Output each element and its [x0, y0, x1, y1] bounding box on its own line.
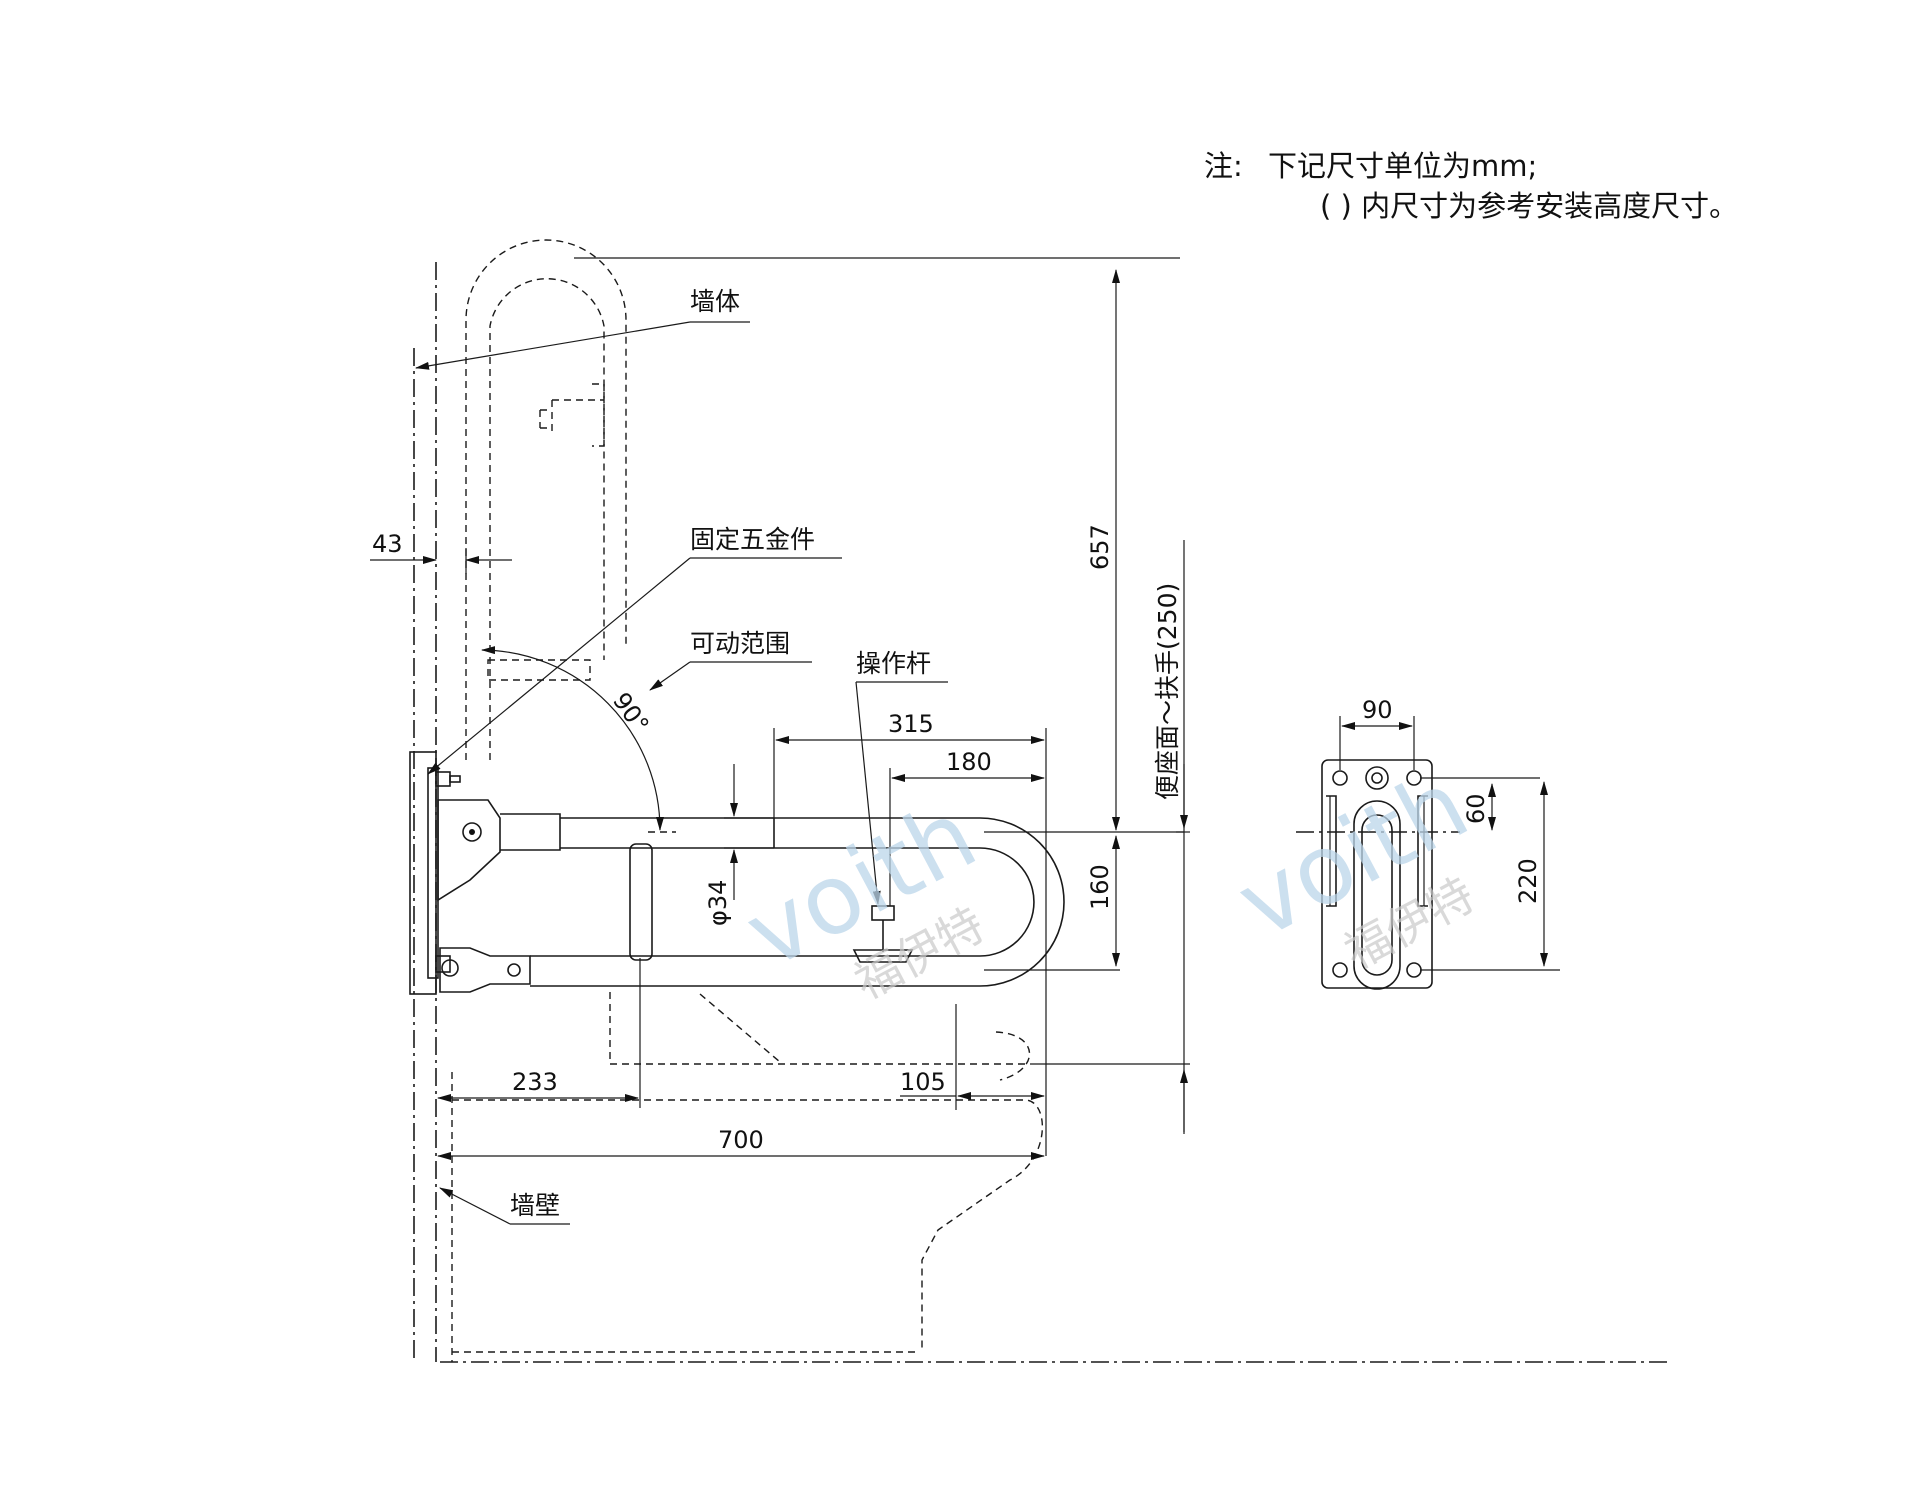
note-prefix: 注: [1204, 149, 1243, 183]
mounting-plate-front-view: 90 60 220 [1296, 696, 1560, 990]
svg-text:700: 700 [718, 1126, 764, 1154]
svg-text:233: 233 [512, 1068, 558, 1096]
dim-43: 43 [370, 530, 512, 574]
svg-text:墙体: 墙体 [690, 287, 740, 316]
watermark-right: voith 福伊特 [1220, 748, 1485, 979]
note-block: 注: 下记尺寸单位为mm; ( ) 内尺寸为参考安装高度尺寸。 [1204, 149, 1738, 223]
dim-160: 160 [984, 831, 1184, 971]
svg-text:φ34: φ34 [704, 880, 732, 926]
toilet-outline [452, 992, 1044, 1352]
label-wall-body: 墙体 [415, 287, 750, 370]
svg-text:43: 43 [372, 530, 403, 558]
svg-text:160: 160 [1086, 864, 1114, 910]
svg-text:操作杆: 操作杆 [856, 649, 931, 678]
svg-text:便座面～扶手(250): 便座面～扶手(250) [1153, 583, 1182, 800]
note-line-1: 下记尺寸单位为mm; [1268, 149, 1537, 183]
label-wall-surface: 墙壁 [439, 1187, 570, 1225]
raised-handrail-outline [465, 239, 627, 760]
svg-text:可动范围: 可动范围 [690, 629, 790, 658]
note-line-2: ( ) 内尺寸为参考安装高度尺寸。 [1320, 189, 1738, 223]
svg-text:180: 180 [946, 748, 992, 776]
svg-text:220: 220 [1514, 858, 1542, 904]
watermark-left: voith 福伊特 [728, 778, 993, 1009]
svg-text:90°: 90° [607, 687, 654, 738]
dim-seat-to-handrail: 便座面～扶手(250) [1030, 540, 1190, 1134]
dim-315: 315 [773, 710, 1047, 1156]
svg-text:墙壁: 墙壁 [510, 1191, 560, 1220]
dim-700: 700 [437, 1126, 1045, 1160]
dim-233: 233 [437, 958, 641, 1108]
svg-text:60: 60 [1462, 793, 1490, 824]
svg-text:90: 90 [1362, 696, 1393, 724]
dim-180: 180 [889, 748, 1045, 906]
dim-phi-34: φ34 [704, 764, 774, 926]
rotation-arc: 90° [481, 646, 676, 833]
svg-text:657: 657 [1086, 524, 1114, 570]
svg-text:105: 105 [900, 1068, 946, 1096]
dim-657: 657 [574, 257, 1180, 831]
svg-text:315: 315 [888, 710, 934, 738]
svg-text:固定五金件: 固定五金件 [690, 525, 815, 554]
dim-105: 105 [900, 1004, 1045, 1110]
label-movable-range: 可动范围 [649, 629, 812, 691]
label-lever: 操作杆 [855, 649, 948, 905]
